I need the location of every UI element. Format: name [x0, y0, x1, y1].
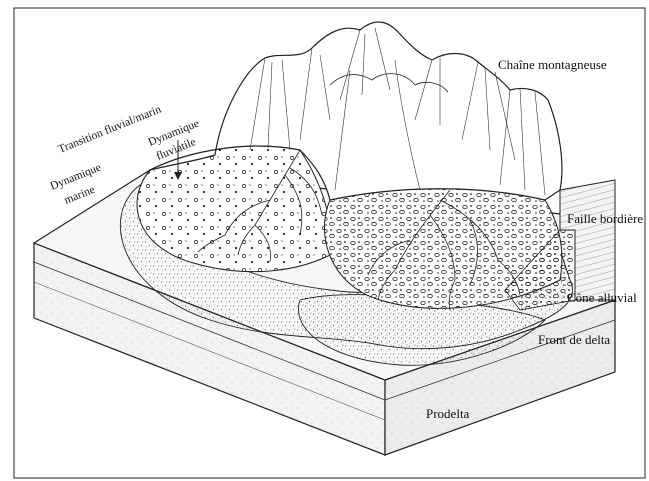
label-prodelta: Prodelta [426, 406, 470, 421]
label-transition: Transition fluvial/marin [57, 103, 164, 155]
label-faille-bordiere: Faille bordière [567, 211, 643, 226]
label-chaine-montagneuse: Chaîne montagneuse [498, 57, 607, 72]
label-front-de-delta: Front de delta [538, 332, 610, 347]
label-dynamique-marine-1: Dynamique [49, 162, 103, 193]
label-cone-alluvial: Cône alluvial [567, 290, 637, 305]
label-dynamique-marine-2: marine [63, 184, 97, 207]
